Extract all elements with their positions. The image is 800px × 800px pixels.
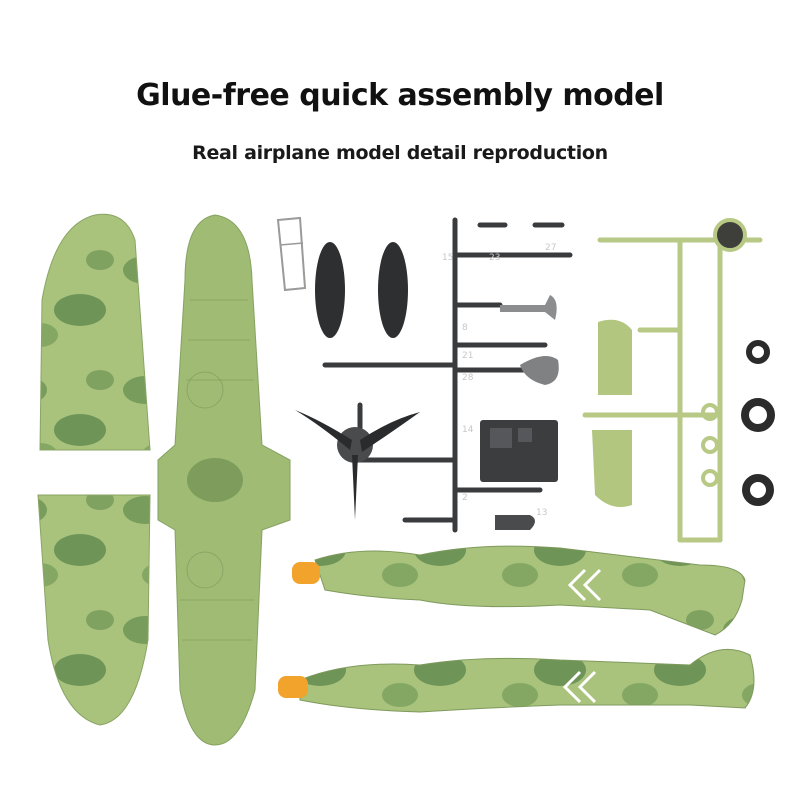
green-sprue [582,237,763,543]
part-number-2: 2 [462,493,468,503]
elevator-part [592,430,632,508]
propeller-blade-1 [295,410,352,450]
part-number-15: 15 [442,253,453,263]
part-number-28: 28 [462,373,474,383]
panel-lines [180,299,254,641]
cockpit-mount [187,458,243,502]
tail-fin-piece-2 [520,356,559,385]
propeller-spinner [337,427,373,463]
chevron-marking-lower [562,670,597,704]
propeller-blade-3 [352,455,358,520]
tire-large [742,474,774,506]
fuselage-half-lower [299,648,755,713]
chevron-marking-upper [567,568,602,602]
canopy-frame [276,216,307,292]
part-number-27: 27 [545,243,556,253]
engine-cowl-ring [713,218,747,252]
gray-sprue [322,217,573,533]
tire-medium [741,398,775,432]
subheadline: Real airplane model detail reproduction [192,142,608,164]
propeller-blade-2 [360,412,420,452]
part-number-23: 23 [489,253,500,263]
tail-fin-piece-1 [500,295,557,320]
drop-tank-right [378,242,408,338]
part-number-8: 8 [462,323,468,333]
wing-lower-left [37,494,151,726]
part-number-21: 21 [462,351,473,361]
sprue-number-labels: 15 23 27 8 21 28 14 2 13 [442,243,556,518]
wing-upper-left [39,213,151,451]
part-number-13: 13 [536,508,547,518]
rudder-part [598,319,632,395]
tire-small [746,340,770,364]
headline: Glue-free quick assembly model [136,78,664,113]
drop-tank-left [315,242,345,338]
nose-cap-upper [292,562,320,584]
part-number-14: 14 [462,425,474,435]
exhaust-part [495,515,535,530]
nose-cap-lower [278,676,308,698]
fuselage-half-upper [314,545,746,636]
